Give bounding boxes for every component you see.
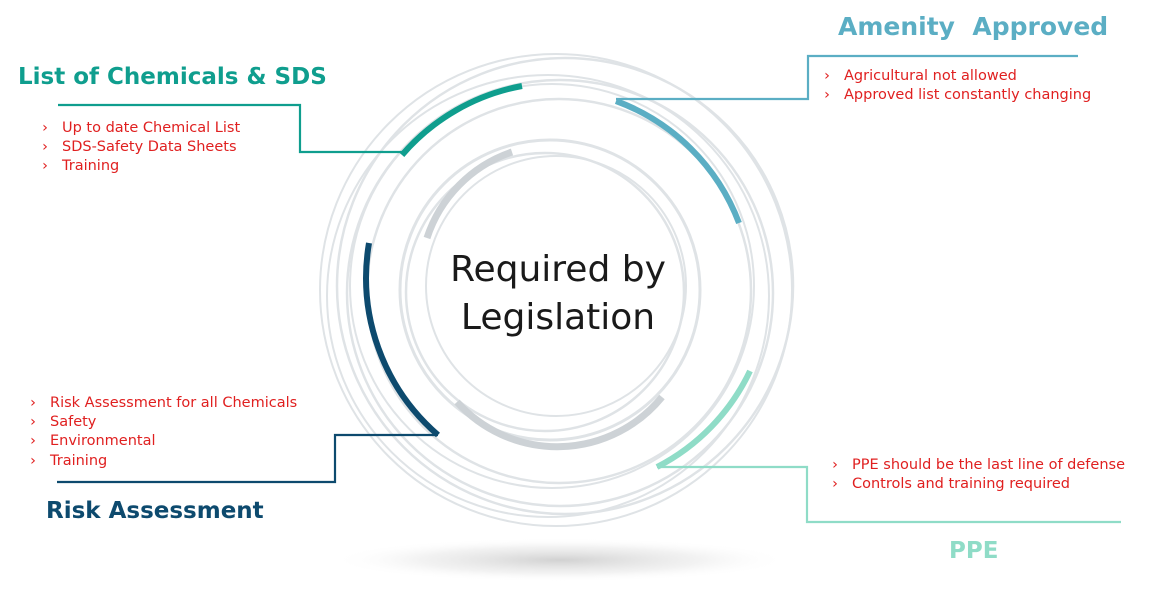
bullet-item: › Up to date Chemical List [38,119,240,138]
colored-arcs [363,83,753,470]
bullet-marker-icon: › [42,158,48,175]
heading-chemicals: List of Chemicals & SDS [18,64,327,90]
heading-ppe: PPE [949,538,999,564]
bullet-item: › Approved list constantly changing [820,86,1091,105]
bullet-marker-icon: › [42,139,48,156]
ring-outer-4 [345,78,775,508]
bullet-item: › Risk Assessment for all Chemicals [26,394,297,413]
bullet-text: Environmental [50,433,156,450]
heading-amenity: Amenity Approved [838,12,1109,41]
ring-outer-2 [335,56,795,516]
bullet-item: › Training [26,452,297,471]
bullet-marker-icon: › [30,433,36,450]
inner-arc-top [423,148,514,240]
connector-chemicals [58,103,402,154]
bullet-marker-icon: › [30,414,36,431]
bullet-marker-icon: › [30,452,36,469]
floor-shadow [330,538,790,582]
ring-mid-1 [349,83,755,489]
inner-gray-arcs [423,148,665,451]
bullet-item: › SDS-Safety Data Sheets [38,138,240,157]
bullet-text: Training [62,158,120,175]
arc-chemicals [399,83,523,157]
connector-ppe [657,465,1121,524]
bullet-text: Controls and training required [852,476,1071,493]
inner-arc-bottom [454,394,665,451]
bullet-item: › Training [38,157,240,176]
bullet-text: Training [50,452,108,469]
bullet-marker-icon: › [824,68,830,84]
bullet-text: Safety [50,414,97,431]
bullet-text: Approved list constantly changing [844,87,1092,104]
arc-risk [363,242,440,438]
arc-amenity [614,98,742,225]
ring-outer-3 [326,74,770,518]
bullets-risk: › Risk Assessment for all Chemicals › Safe… [26,394,297,471]
bullet-text: Agricultural not allowed [844,68,1017,84]
arc-ppe [655,369,753,470]
connector-lines [57,54,1121,524]
ring-inner-3 [425,155,687,417]
bullet-marker-icon: › [832,457,838,473]
bullet-text: Risk Assessment for all Chemicals [50,395,298,411]
center-title: Required by Legislation [400,246,716,342]
bullet-marker-icon: › [824,87,830,104]
bullets-amenity: › Agricultural not allowed › Approved list… [820,67,1091,105]
bullet-marker-icon: › [30,395,36,411]
bullet-text: SDS-Safety Data Sheets [62,139,237,156]
bullet-item: › Safety [26,413,297,432]
ring-inner-2 [404,151,686,433]
bullet-item: › Environmental [26,432,297,451]
center-title-line1: Required by [450,249,666,290]
decorative-rings [319,53,795,527]
bullet-text: Up to date Chemical List [62,120,241,136]
bullets-chemicals: › Up to date Chemical List › SDS-Safety Da… [38,119,240,177]
center-title-line2: Legislation [460,297,656,338]
ring-inner-1 [398,138,702,442]
connector-amenity [616,54,1078,101]
bullets-ppe: ›PPE should be the last line of defense … [828,456,1125,494]
heading-risk: Risk Assessment [46,498,264,524]
bullet-text: PPE should be the last line of defense [852,457,1125,473]
connector-risk [57,433,438,484]
bullet-item: › Controls and training required [828,475,1125,494]
bullet-marker-icon: › [832,476,838,493]
bullet-marker-icon: › [42,120,48,136]
bullet-item: › Agricultural not allowed [820,67,1091,86]
bullet-item: › PPE should be the last line of defense [828,456,1125,475]
